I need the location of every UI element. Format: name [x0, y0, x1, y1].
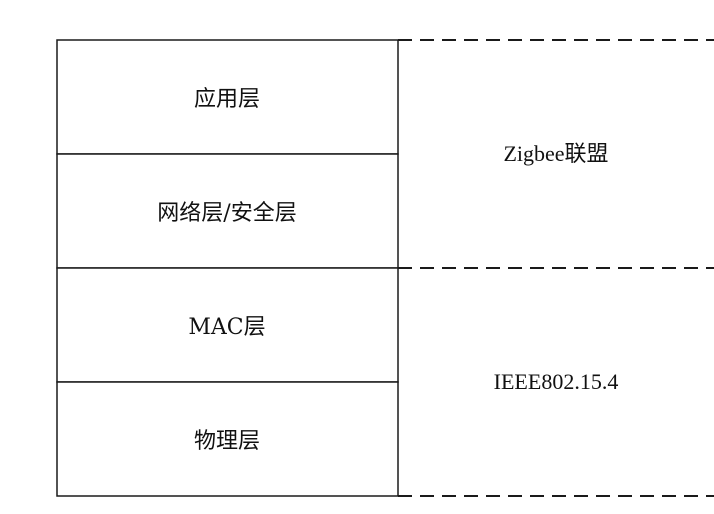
layer-box-network-security	[56, 153, 399, 269]
layer-box-mac	[56, 267, 399, 383]
layer-label-application: 应用层	[194, 87, 260, 112]
standard-boundaries	[398, 39, 714, 497]
standard-label-zigbee: Zigbee联盟	[503, 141, 608, 166]
layer-box-application	[56, 39, 399, 155]
layer-box-physical	[56, 381, 399, 497]
layer-label-network-security: 网络层/安全层	[157, 201, 296, 226]
layer-label-physical: 物理层	[194, 429, 260, 454]
layer-stack: 应用层 网络层/安全层 MAC层 物理层	[56, 39, 399, 497]
standard-labels: Zigbee联盟 IEEE802.15.4	[494, 141, 619, 394]
standard-label-ieee: IEEE802.15.4	[494, 369, 619, 394]
layer-label-mac: MAC层	[188, 315, 265, 340]
